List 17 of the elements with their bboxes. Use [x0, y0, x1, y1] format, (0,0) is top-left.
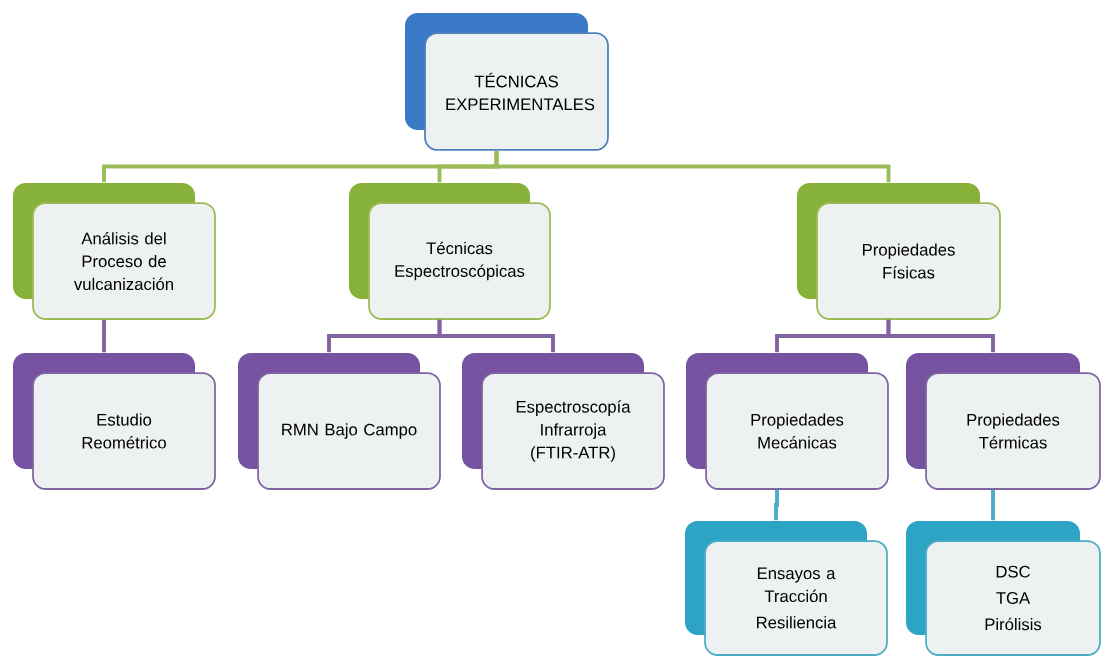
connector-line [494, 150, 891, 183]
connector-line [102, 319, 106, 353]
box: Espectroscopía Infrarroja (FTIR-ATR) [462, 353, 665, 490]
box: Técnicas Espectroscópicas [349, 183, 551, 320]
box: TÉCNICAS EXPERIMENTALES [405, 13, 609, 151]
box: DSC TGA Pirólisis [906, 521, 1101, 656]
connector-line [886, 319, 995, 353]
box: Análisis del Proceso de vulcanización [13, 183, 216, 320]
box: Propiedades Físicas [797, 183, 1001, 320]
box: RMN Bajo Campo [238, 353, 441, 490]
box: Ensayos a Tracción Resiliencia [685, 521, 888, 656]
connector-line [991, 489, 995, 521]
box: Estudio Reométrico [13, 353, 216, 490]
box: Propiedades Mecánicas [686, 353, 889, 490]
box: Propiedades Térmicas [906, 353, 1101, 490]
connector-line [437, 319, 555, 353]
connector-line [774, 489, 779, 521]
